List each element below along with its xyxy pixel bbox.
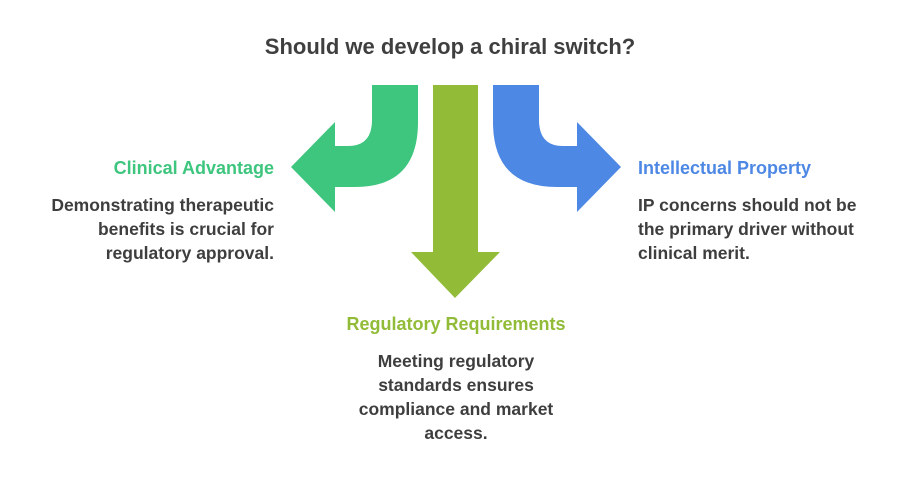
ip-description-line: the primary driver without bbox=[638, 219, 854, 239]
clinical-description-line: benefits is crucial for bbox=[97, 219, 274, 239]
regulatory-description-line: compliance and market bbox=[358, 399, 554, 419]
diagram-title: Should we develop a chiral switch? bbox=[264, 34, 636, 59]
ip-description-line: clinical merit. bbox=[638, 243, 750, 263]
regulatory-description-line: access. bbox=[424, 423, 488, 443]
ip-arrow bbox=[493, 85, 621, 212]
clinical-arrow bbox=[291, 85, 418, 212]
ip-description-line: IP concerns should not be bbox=[638, 195, 857, 215]
clinical-heading: Clinical Advantage bbox=[113, 158, 274, 178]
regulatory-heading: Regulatory Requirements bbox=[346, 314, 566, 334]
regulatory-description-line: Meeting regulatory bbox=[377, 351, 535, 371]
ip-description: IP concerns should not be the primary dr… bbox=[638, 193, 888, 265]
ip-heading: Intellectual Property bbox=[638, 158, 812, 178]
regulatory-arrow bbox=[411, 85, 500, 298]
clinical-description-line: regulatory approval. bbox=[105, 243, 274, 263]
regulatory-description: Meeting regulatory standards ensures com… bbox=[328, 349, 584, 445]
clinical-description-line: Demonstrating therapeutic bbox=[51, 195, 274, 215]
regulatory-description-line: standards ensures bbox=[378, 375, 534, 395]
clinical-description: Demonstrating therapeutic benefits is cr… bbox=[24, 193, 274, 265]
